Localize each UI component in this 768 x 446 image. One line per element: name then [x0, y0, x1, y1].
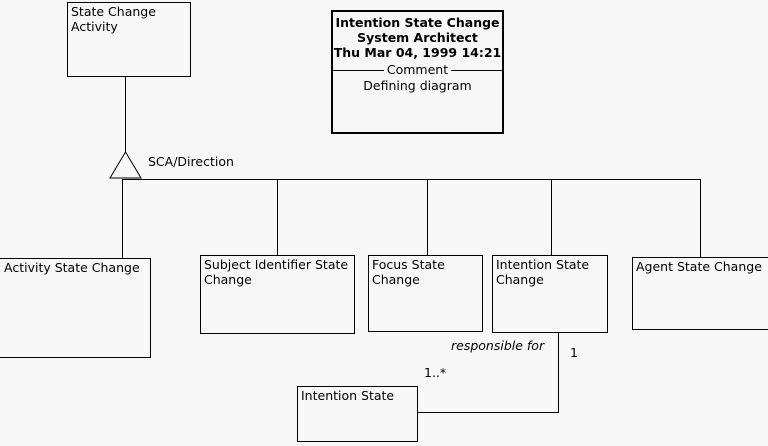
title-diagram-name: Intention State Change — [335, 15, 500, 30]
association-segment-horizontal — [418, 412, 559, 413]
class-box-subject-identifier-state-change[interactable]: Subject Identifier State Change — [200, 255, 355, 334]
class-name-subject-identifier-state-change: Subject Identifier State Change — [204, 257, 349, 287]
class-box-intention-state-change[interactable]: Intention State Change — [492, 255, 608, 333]
title-author: System Architect — [357, 30, 478, 45]
association-multiplicity-source: 1 — [570, 345, 578, 360]
generalization-drop-subject-identifier-state-change — [277, 179, 278, 255]
association-label-responsible-for: responsible for — [451, 338, 545, 353]
title-timestamp: Thu Mar 04, 1999 14:21 — [333, 45, 502, 60]
generalization-triangle-icon — [109, 151, 142, 179]
class-box-focus-state-change[interactable]: Focus State Change — [368, 255, 483, 332]
class-name-state-change-activity: State Change Activity — [71, 4, 156, 34]
class-name-intention-state-change: Intention State Change — [496, 257, 590, 287]
class-name-activity-state-change: Activity State Change — [4, 260, 140, 275]
divider-label-comment: Comment — [386, 62, 449, 77]
association-segment-vertical — [558, 333, 559, 413]
generalization-drop-intention-state-change — [551, 179, 552, 255]
class-name-focus-state-change: Focus State Change — [372, 257, 445, 287]
class-box-agent-state-change[interactable]: Agent State Change — [632, 257, 768, 330]
generalization-bus — [122, 179, 701, 180]
generalization-drop-agent-state-change — [700, 179, 701, 257]
class-name-agent-state-change: Agent State Change — [636, 259, 762, 274]
generalization-stem-upper — [125, 77, 126, 153]
class-name-intention-state: Intention State — [301, 388, 395, 403]
diagram-title-block: Intention State Change System Architect … — [331, 10, 504, 134]
comment-divider: Comment — [333, 63, 502, 77]
class-box-intention-state[interactable]: Intention State — [297, 386, 418, 442]
generalization-drop-focus-state-change — [427, 179, 428, 255]
class-box-activity-state-change[interactable]: Activity State Change — [0, 258, 151, 358]
generalization-drop-activity-state-change — [122, 179, 123, 258]
comment-text: Defining diagram — [363, 78, 472, 93]
association-multiplicity-target: 1..* — [424, 365, 447, 380]
class-box-state-change-activity[interactable]: State Change Activity — [67, 2, 191, 77]
divider-rule-right — [451, 69, 502, 71]
generalization-label-sca-direction: SCA/Direction — [148, 154, 234, 169]
divider-rule-left — [333, 69, 384, 71]
